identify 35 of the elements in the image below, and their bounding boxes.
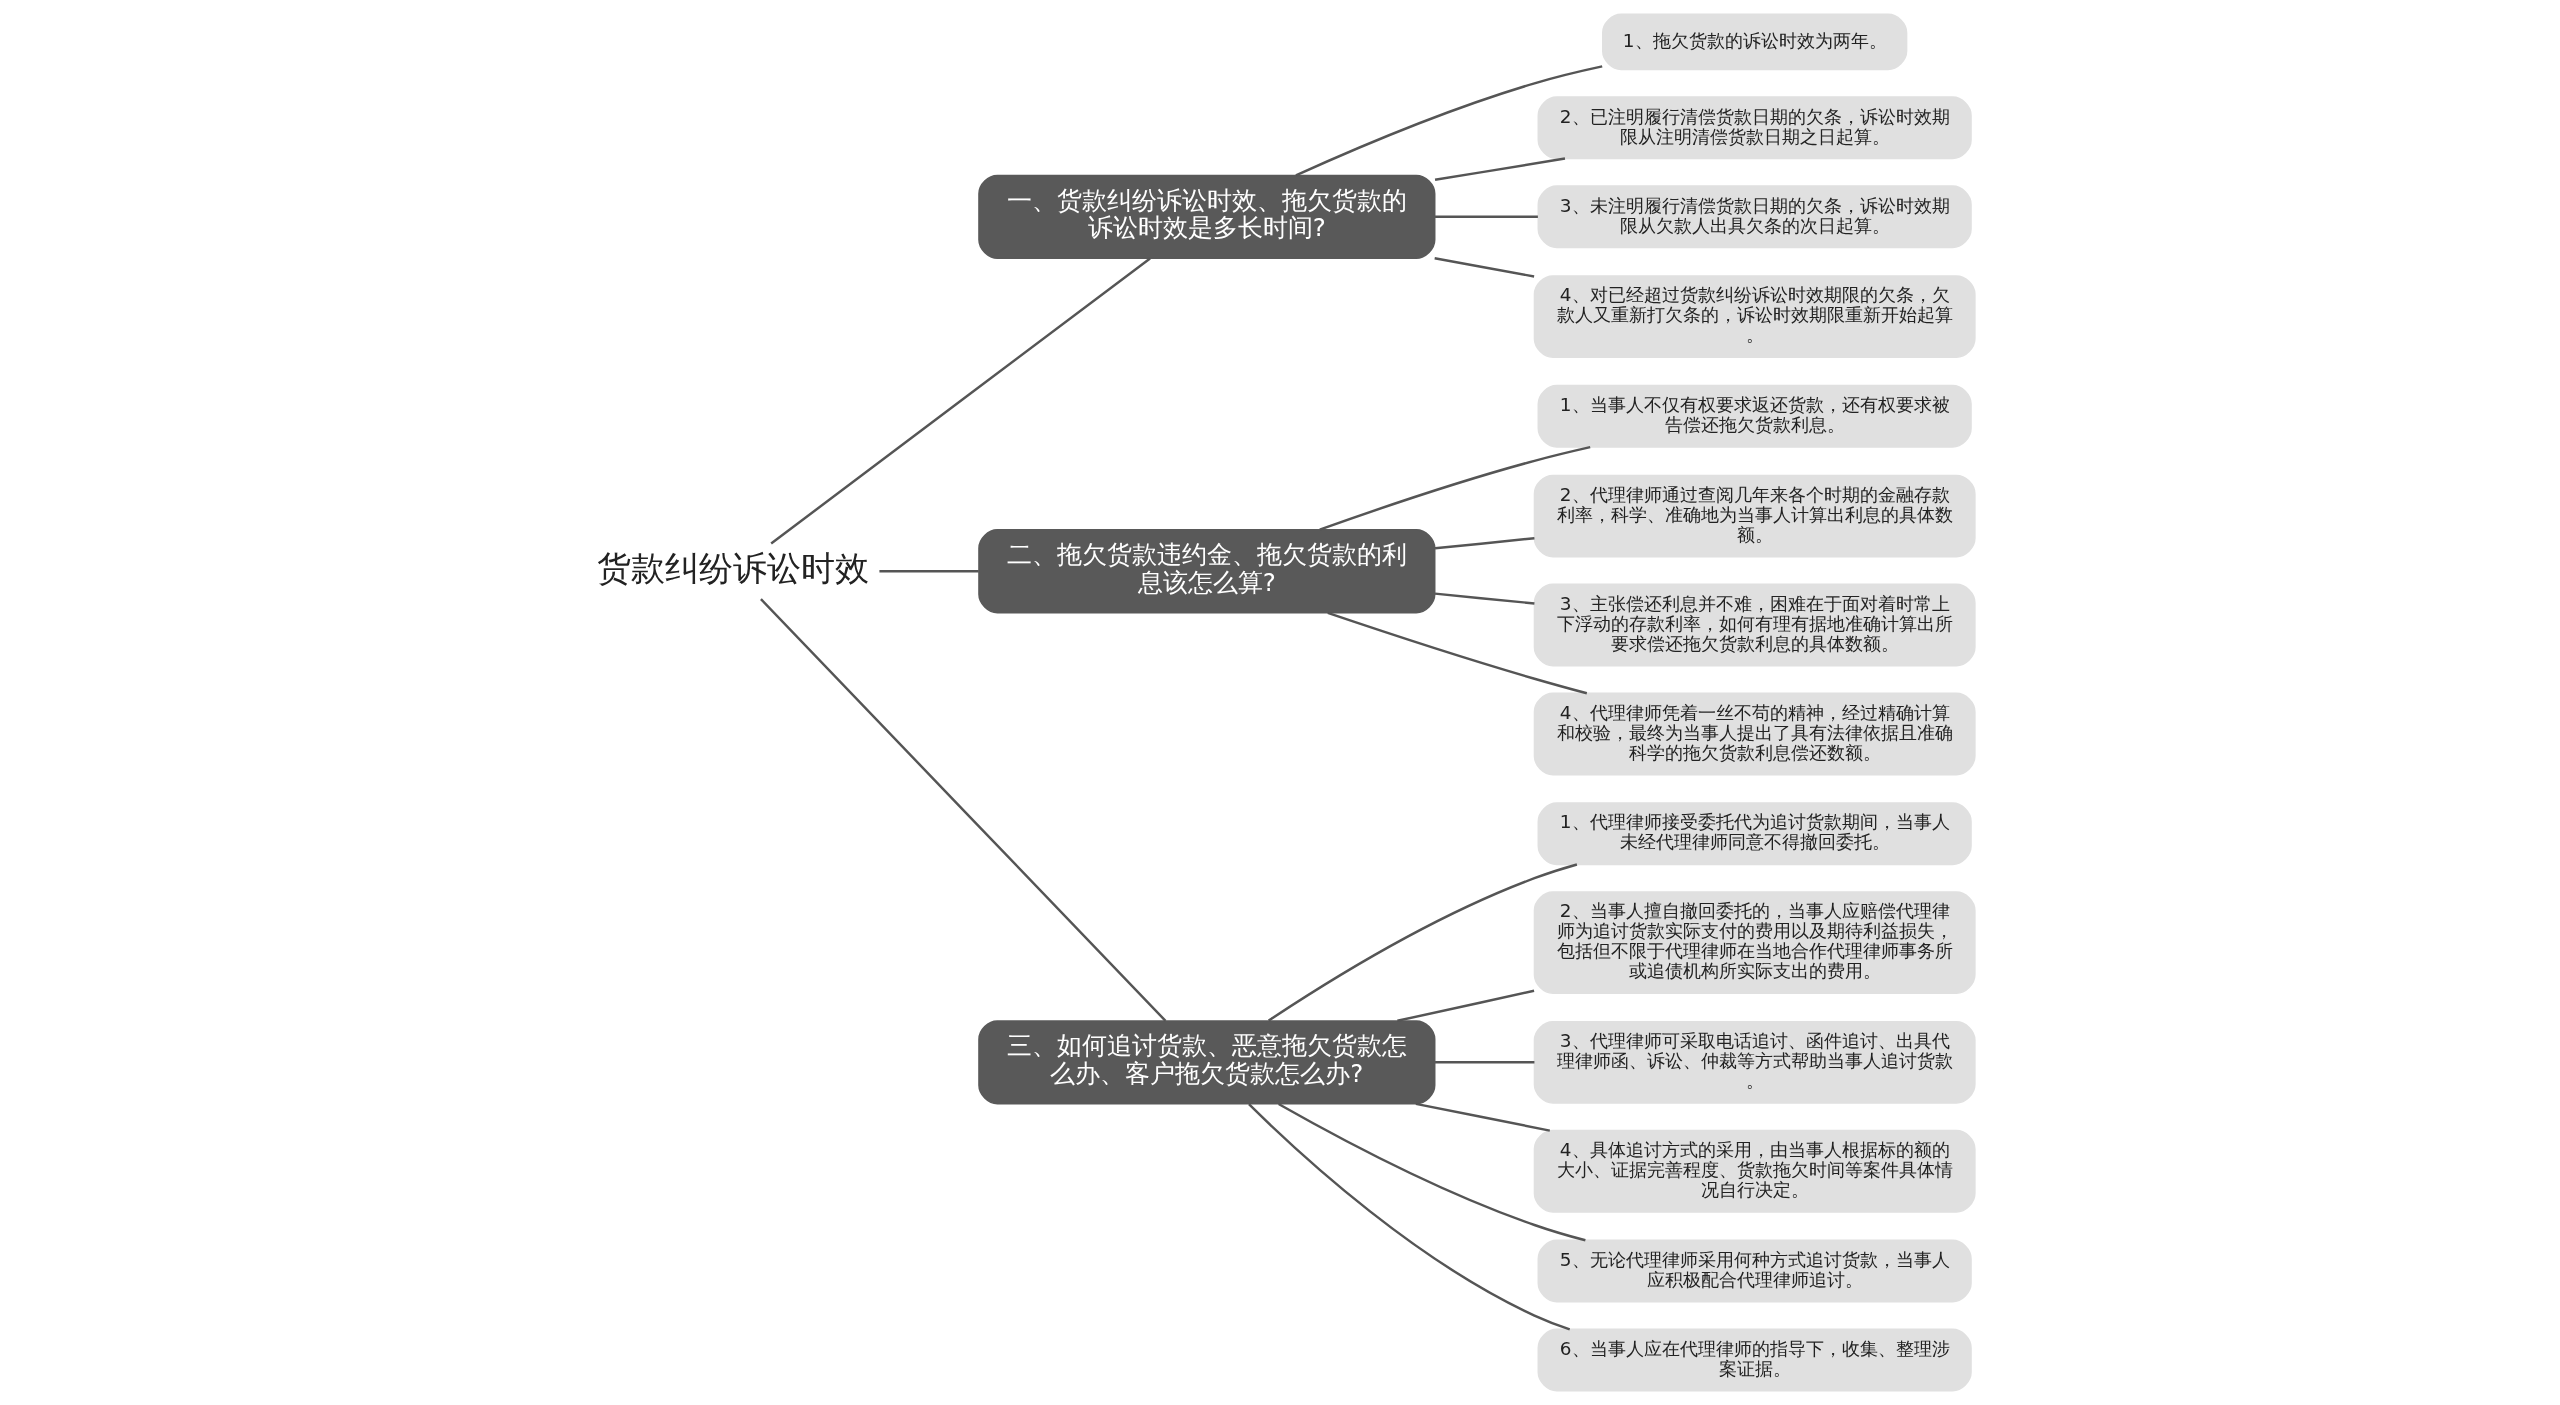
connector xyxy=(759,598,1166,1022)
connector xyxy=(1434,1061,1534,1064)
node-box: 2、已注明履行清偿货款日期的欠条，诉讼时效期限从注明清偿货款日期之日起算。 xyxy=(1537,96,1972,160)
connector xyxy=(1434,592,1535,605)
node-box: 一、货款纠纷诉讼时效、拖欠货款的诉讼时效是多长时间? xyxy=(977,174,1435,260)
node-box: 5、无论代理律师采用何种方式追讨货款，当事人应积极配合代理律师追讨。 xyxy=(1537,1239,1972,1303)
connector xyxy=(1434,215,1538,219)
node-box: 4、对已经超过货款纠纷诉讼时效期限的欠条，欠款人又重新打欠条的，诉讼时效期限重新开始起算。 xyxy=(1533,275,1976,358)
node-box: 1、拖欠货款的诉讼时效为两年。 xyxy=(1601,13,1907,71)
connector xyxy=(1415,1102,1550,1132)
connector xyxy=(878,570,979,573)
connector xyxy=(1434,537,1535,550)
node-box: 3、主张偿还利息并不难，困难在于面对着时常上下浮动的存款利率，如何有理有据地准确计算出所要求偿还拖欠货款利息的具体数额。 xyxy=(1533,583,1976,667)
connector xyxy=(1294,65,1602,177)
node-box: 3、未注明履行清偿货款日期的欠条，诉讼时效期限从欠款人出具欠条的次日起算。 xyxy=(1537,185,1972,249)
connector xyxy=(1247,1103,1570,1331)
node-box: 4、代理律师凭着一丝不苟的精神，经过精确计算和校验，最终为当事人提出了具有法律依据且准确科学的拖欠货款利息偿还数额。 xyxy=(1533,692,1976,776)
node-box: 3、代理律师可采取电话追讨、函件追讨、出具代理律师函、诉讼、仲裁等方式帮助当事人追讨货款。 xyxy=(1533,1020,1976,1104)
connector xyxy=(1277,1102,1586,1242)
node-box: 2、代理律师通过查阅几年来各个时期的金融存款利率，科学、准确地为当事人计算出利息的具体数额。 xyxy=(1533,474,1976,558)
connector xyxy=(1434,157,1565,181)
node-box: 6、当事人应在代理律师的指导下，收集、整理涉案证据。 xyxy=(1537,1328,1972,1392)
node-box: 4、具体追讨方式的采用，由当事人根据标的额的大小、证据完善程度、货款拖欠时间等案件具体情况自行决定。 xyxy=(1533,1129,1976,1213)
node-box: 1、当事人不仅有权要求返还货款，还有权要求被告偿还拖欠货款利息。 xyxy=(1537,384,1972,448)
connector xyxy=(1318,445,1590,531)
node-text: 货款纠纷诉讼时效 xyxy=(596,548,869,588)
node-box: 1、代理律师接受委托代为追讨货款期间，当事人未经代理律师同意不得撤回委托。 xyxy=(1537,802,1972,866)
connector xyxy=(1433,257,1534,278)
node-box: 2、当事人擅自撤回委托的，当事人应赔偿代理律师为追讨货款实际支付的费用以及期待利益损失，包括但不限于代理律师在当地合作代理律师事务所或追债机构所实际支出的费用。 xyxy=(1533,891,1976,995)
node-box: 二、拖欠货款违约金、拖欠货款的利息该怎么算? xyxy=(977,529,1435,614)
connector xyxy=(769,257,1151,545)
connector xyxy=(1396,989,1534,1023)
connector xyxy=(1267,863,1577,1022)
connector xyxy=(1326,611,1587,695)
node-box: 三、如何追讨货款、恶意拖欠货款怎么办、客户拖欠货款怎么办? xyxy=(977,1020,1435,1105)
